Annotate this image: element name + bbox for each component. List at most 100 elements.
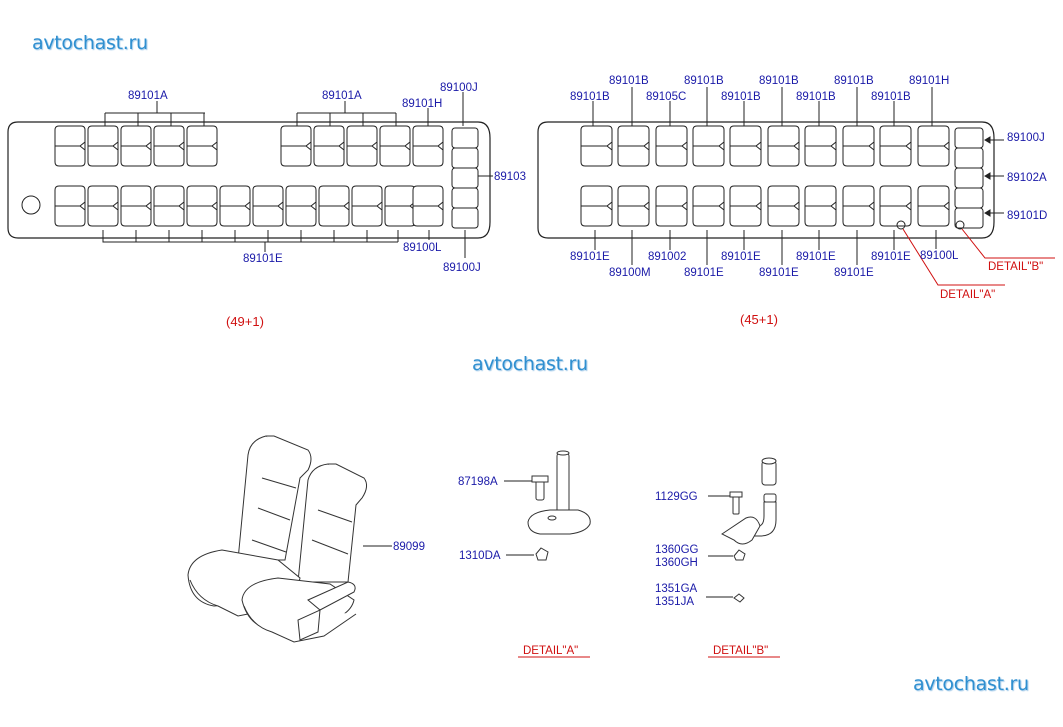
left-lower-seats [54,185,444,227]
left-upper-seat-4 [153,125,185,167]
label-89099: 89099 [393,541,425,553]
right-upper-seat-2 [617,125,650,167]
label-r-top-lower-4: 89101B [796,91,836,103]
right-upper-seat-10 [917,125,950,167]
right-lower-seat-7 [804,185,837,227]
label-r-bottom-upper-2: 891002 [648,251,686,263]
label-89100L: 89100L [403,242,442,254]
left-upper-seat-8 [346,125,378,167]
left-lower-seat-4 [153,185,185,227]
right-lower-seat-6 [767,185,800,227]
left-lower-seat-6 [219,185,251,227]
label-r-89102A: 89102A [1007,172,1047,184]
left-lower-seat-7 [252,185,284,227]
left-lower-seat-10 [351,185,383,227]
label-89100J-top: 89100J [440,82,478,94]
label-r-top-upper-4: 89101B [834,75,874,87]
detail-a-marker [896,220,906,230]
right-upper-seats [580,125,950,167]
right-upper-seat-7 [804,125,837,167]
right-lower-seat-4 [692,185,725,227]
right-lower-seats [580,185,950,227]
label-1360GG: 1360GG [655,544,699,556]
right-rear-seat-5 [954,207,984,229]
label-detail-b-ref: DETAIL"B" [988,261,1043,273]
left-upper-seat-1 [54,125,86,167]
label-1351GA: 1351GA [655,583,698,595]
left-upper-seat-2 [87,125,119,167]
right-rear-seat-2 [954,147,984,169]
detail-b-marker [955,220,965,230]
door-circle [21,195,41,215]
right-lower-seat-9 [879,185,912,227]
label-r-bottom-lower-4: 89101E [834,267,874,279]
label-89101H: 89101H [402,98,442,110]
right-upper-seat-4 [692,125,725,167]
label-89101A-1: 89101A [128,90,168,102]
right-upper-seat-9 [879,125,912,167]
left-upper-seat-3 [120,125,152,167]
label-detail-a-ref: DETAIL"A" [940,289,995,301]
right-upper-seat-3 [655,125,688,167]
label-89103: 89103 [494,171,526,183]
label-89100J-bottom: 89100J [443,262,481,274]
watermark-bottom-right: avtochast.ru [913,673,1029,695]
label-r-bottom-upper-6: 89100L [920,250,959,262]
left-lower-seat-9 [318,185,350,227]
label-87198A: 87198A [458,476,498,488]
label-r-top-upper-2: 89101B [684,75,724,87]
bus-layout-45: 89101B 89101B 89101B 89101B 89101H 89101… [537,75,1055,327]
label-r-top-upper-1: 89101B [609,75,649,87]
left-lower-seat-8 [285,185,317,227]
label-89101A-2: 89101A [322,90,362,102]
left-rear-seat-5 [451,207,479,229]
watermark-top-left: avtochast.ru [32,32,148,54]
right-upper-seat-1 [580,125,613,167]
detail-b-drawing: 1129GG 1360GG 1360GH 1351GA 1351JA DETAI… [655,457,780,658]
left-upper-seats [54,125,444,167]
label-r-top-upper-5: 89101H [909,75,949,87]
double-seat-illustration: 89099 [187,435,425,643]
left-rear-seat-3 [451,167,479,189]
left-lower-seat-2 [87,185,119,227]
left-lower-seat-12 [412,185,444,227]
label-r-bottom-upper-1: 89101E [570,251,610,263]
left-lower-seat-3 [120,185,152,227]
right-lower-seat-10 [917,185,950,227]
left-rear-seat-1 [451,127,479,149]
left-upper-seat-6 [280,125,312,167]
label-r-bottom-lower-3: 89101E [759,267,799,279]
right-upper-seat-6 [767,125,800,167]
bus-layout-49: 89101A 89101A 89101H 89100J 89103 89101E… [7,82,526,329]
right-lower-seat-2 [617,185,650,227]
label-89101E: 89101E [243,253,283,265]
right-rear-seat-1 [954,127,984,149]
label-1351JA: 1351JA [655,596,694,608]
label-1310DA: 1310DA [459,550,501,562]
label-r-top-lower-3: 89101B [721,91,761,103]
detail-b-title: DETAIL"B" [713,645,768,657]
left-upper-seat-5 [186,125,218,167]
right-lower-seat-1 [580,185,613,227]
left-upper-seat-10 [412,125,444,167]
right-upper-seat-8 [842,125,875,167]
label-r-top-upper-3: 89101B [759,75,799,87]
left-upper-seat-9 [379,125,411,167]
left-capacity-caption: (49+1) [226,314,264,329]
right-lower-seat-3 [655,185,688,227]
right-rear-seat-3 [954,167,984,189]
left-rear-seat-2 [451,147,479,169]
right-rear-seat-4 [954,187,984,209]
right-lower-seat-8 [842,185,875,227]
label-r-bottom-lower-2: 89101E [684,267,724,279]
left-upper-seat-7 [313,125,345,167]
label-r-bottom-upper-4: 89101E [796,251,836,263]
label-r-bottom-lower-1: 89100M [609,267,651,279]
watermark-center: avtochast.ru [472,353,588,375]
label-r-bottom-upper-3: 89101E [721,251,761,263]
label-r-top-lower-1: 89101B [570,91,610,103]
label-r-bottom-upper-5: 89101E [871,251,911,263]
left-rear-bench [451,127,479,229]
label-r-89101D: 89101D [1007,210,1047,222]
